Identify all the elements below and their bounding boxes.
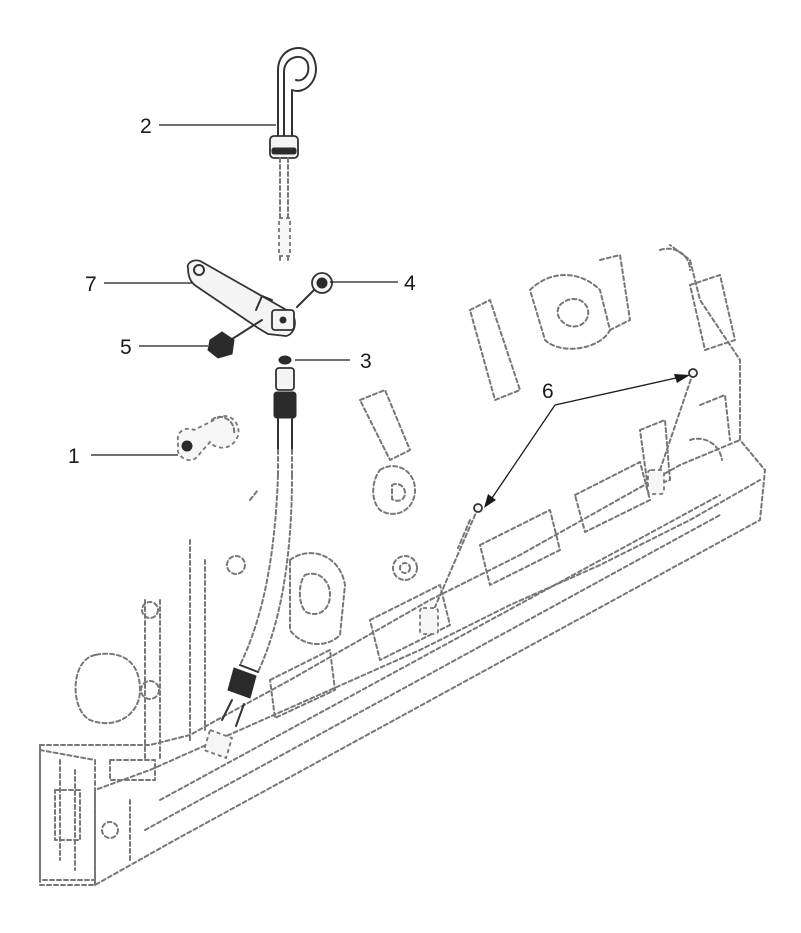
dipstick — [269, 47, 317, 261]
callout-2: 2 — [140, 115, 152, 138]
nut — [296, 272, 333, 308]
callout-3: 3 — [360, 350, 372, 373]
sensor-cable — [419, 368, 698, 635]
callout-leaders — [91, 124, 690, 508]
engine-block — [39, 244, 766, 886]
callout-7: 7 — [85, 273, 97, 296]
callout-5: 5 — [120, 336, 132, 359]
tube-clamp — [176, 415, 240, 461]
bolt — [207, 319, 263, 359]
o-ring — [278, 355, 292, 365]
tube-bracket — [186, 259, 296, 337]
callout-4: 4 — [404, 272, 416, 295]
callout-1: 1 — [68, 445, 80, 468]
dipstick-tube — [202, 367, 297, 760]
callout-6: 6 — [542, 380, 554, 403]
